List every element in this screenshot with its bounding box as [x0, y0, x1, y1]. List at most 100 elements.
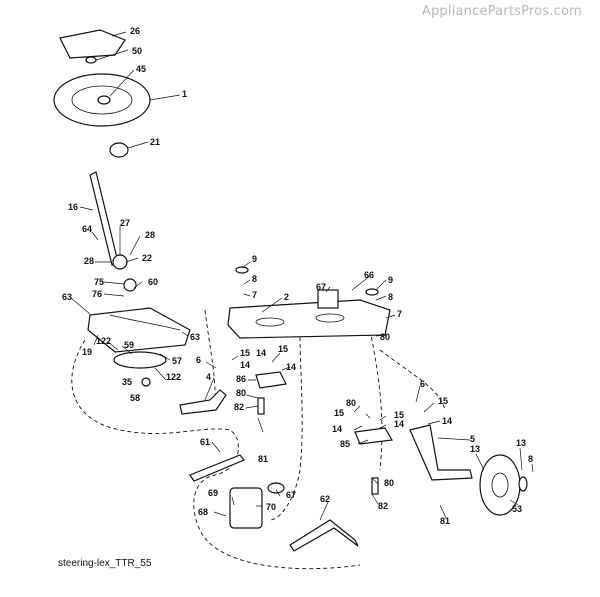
gear-75	[123, 278, 137, 292]
callout-27: 27	[120, 218, 130, 228]
dashed-linkage-right	[369, 329, 383, 471]
steering-arm-85	[354, 427, 393, 445]
callout-19: 19	[82, 347, 92, 357]
tie-rod-end-82a	[257, 397, 265, 415]
callout-63b: 63	[190, 332, 200, 342]
callout-75: 75	[94, 277, 104, 287]
callout-35: 35	[122, 377, 132, 387]
callout-1: 1	[182, 89, 187, 99]
sector-gear	[109, 314, 181, 331]
front-axle-2	[227, 299, 391, 339]
tie-rod-end-82b	[371, 477, 379, 495]
callout-7b: 7	[397, 309, 402, 319]
cap-26	[59, 29, 126, 59]
plate-70	[229, 487, 263, 529]
callout-14d: 14	[442, 416, 452, 426]
hub-45	[97, 95, 111, 105]
spindle-5	[409, 424, 473, 481]
callout-14a: 14	[240, 360, 250, 370]
diagram-caption: steering-lex_TTR_55	[58, 558, 152, 569]
callout-6b: 6	[420, 379, 425, 389]
dashed-column-guide	[204, 309, 216, 396]
callout-45: 45	[136, 64, 146, 74]
callout-6a: 6	[196, 355, 201, 365]
wheel-53-hub	[491, 472, 509, 498]
callout-82b: 82	[378, 501, 388, 511]
callout-76: 76	[92, 289, 102, 299]
tie-rod-61	[189, 454, 245, 482]
callout-28b: 28	[84, 256, 94, 266]
callout-80b: 80	[236, 388, 246, 398]
callout-58: 58	[130, 393, 140, 403]
dashed-linkage-mid	[269, 329, 303, 521]
steering-arm-86	[255, 371, 287, 389]
drag-link-62	[289, 519, 359, 552]
callout-82a: 82	[234, 402, 244, 412]
dashed-linkage-left	[71, 339, 361, 570]
spindle-4	[179, 389, 227, 415]
nut-50	[85, 56, 97, 64]
callout-9a: 9	[252, 254, 257, 264]
callout-8c: 8	[528, 454, 533, 464]
callout-69: 69	[208, 488, 218, 498]
callout-53: 53	[512, 504, 522, 514]
callout-122b: 122	[166, 372, 181, 382]
callout-16: 16	[68, 202, 78, 212]
callout-60: 60	[148, 277, 158, 287]
callout-57: 57	[172, 356, 182, 366]
callout-63a: 63	[62, 292, 72, 302]
callout-28a: 28	[145, 230, 155, 240]
callout-9b: 9	[388, 275, 393, 285]
callout-14b: 14	[256, 348, 266, 358]
callout-13a: 13	[470, 444, 480, 454]
callout-14c: 14	[286, 362, 296, 372]
bracket-67	[317, 289, 339, 309]
washer-13	[518, 476, 528, 492]
callout-15a: 15	[240, 348, 250, 358]
callout-2: 2	[284, 292, 289, 302]
callout-15c: 15	[438, 396, 448, 406]
callout-70: 70	[266, 502, 276, 512]
cap-9a	[235, 266, 249, 274]
callout-8b: 8	[388, 292, 393, 302]
callout-7a: 7	[252, 290, 257, 300]
cap-9b	[365, 288, 379, 296]
callout-86: 86	[236, 374, 246, 384]
callout-80c: 80	[346, 398, 356, 408]
callout-21: 21	[150, 137, 160, 147]
bushing-21	[109, 142, 129, 158]
callout-59: 59	[124, 340, 134, 350]
callout-4: 4	[206, 372, 211, 382]
gear-22	[112, 254, 128, 270]
callout-80d: 80	[384, 478, 394, 488]
washer-67b	[267, 482, 285, 494]
callout-122a: 122	[96, 336, 111, 346]
plate-19	[87, 307, 191, 353]
callout-14f: 14	[394, 419, 404, 429]
steering-wheel-inner	[71, 85, 133, 115]
steering-shaft	[89, 171, 119, 266]
callout-81b: 81	[440, 516, 450, 526]
callout-64: 64	[82, 224, 92, 234]
callout-15b: 15	[278, 344, 288, 354]
callout-8a: 8	[252, 274, 257, 284]
callout-15d: 15	[334, 408, 344, 418]
callout-61: 61	[200, 437, 210, 447]
callout-62: 62	[320, 494, 330, 504]
callout-66: 66	[364, 270, 374, 280]
callout-13b: 13	[516, 438, 526, 448]
callout-14e: 14	[332, 424, 342, 434]
callout-5: 5	[470, 434, 475, 444]
callout-leaders	[70, 31, 534, 521]
watermark: AppliancePartsPros.com	[421, 4, 582, 19]
bolt-58	[141, 377, 151, 387]
axle-slot-1	[255, 317, 285, 327]
callout-50: 50	[132, 46, 142, 56]
callout-26: 26	[130, 26, 140, 36]
callout-68: 68	[198, 507, 208, 517]
callout-81a: 81	[258, 454, 268, 464]
callout-15e: 15	[394, 410, 404, 420]
callout-67b: 67	[286, 490, 296, 500]
dashed-linkage-far	[379, 349, 446, 411]
